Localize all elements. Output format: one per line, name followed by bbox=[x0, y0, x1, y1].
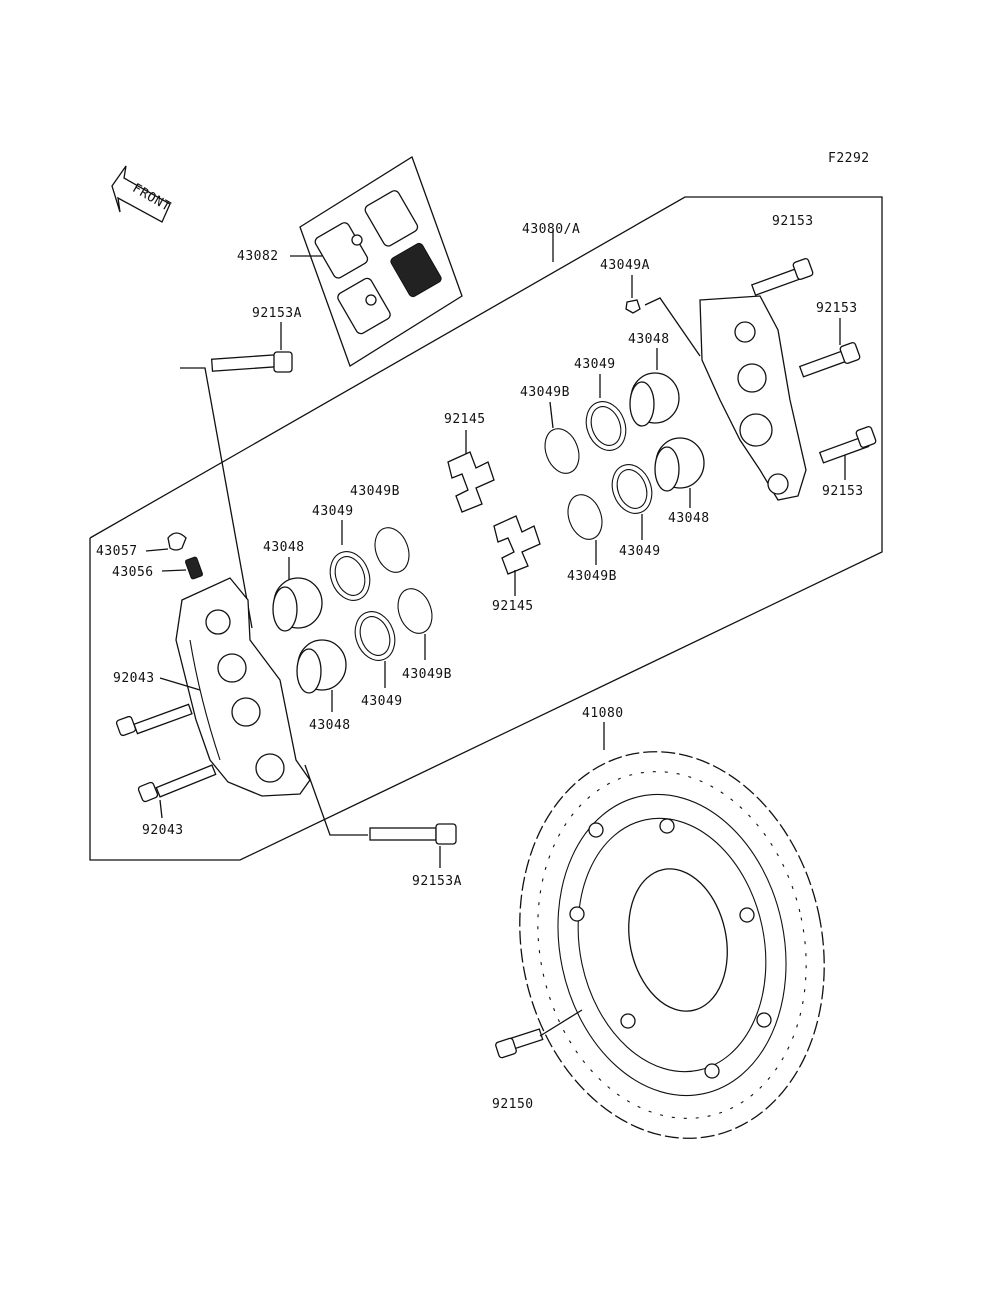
bolt-92043-2-leader bbox=[159, 799, 163, 819]
seal-43049A-guide bbox=[644, 297, 701, 357]
disc-bolt-92150 bbox=[495, 1028, 544, 1059]
bolt-92153A-bottom-guide bbox=[304, 764, 368, 836]
caliper-half-left bbox=[175, 577, 311, 797]
bolt-92043-1-leader bbox=[159, 677, 201, 691]
label-92153-3: 92153 bbox=[822, 484, 864, 499]
seal-43049-l2 bbox=[354, 611, 396, 661]
disc-bolt-guide bbox=[539, 1009, 583, 1037]
label-43049-r1: 43049 bbox=[574, 357, 616, 372]
label-43049-r2: 43049 bbox=[619, 544, 661, 559]
label-92153A-top: 92153A bbox=[252, 306, 302, 321]
seal-43049B-l1 bbox=[374, 527, 410, 573]
label-92145-2: 92145 bbox=[492, 599, 534, 614]
bolt-92153A-top bbox=[210, 351, 293, 373]
seal-43049B-r1 bbox=[544, 428, 580, 474]
label-43049-l1: 43049 bbox=[312, 504, 354, 519]
label-92153-1: 92153 bbox=[772, 214, 814, 229]
bleeder-cap-43057 bbox=[167, 532, 187, 551]
seal-43049B-l2 bbox=[397, 588, 433, 634]
seal-43049A bbox=[625, 299, 641, 314]
label-43048-l2: 43048 bbox=[309, 718, 351, 733]
label-43049B-l2: 43049B bbox=[402, 667, 452, 682]
label-43048-r2: 43048 bbox=[668, 511, 710, 526]
label-92153-2: 92153 bbox=[816, 301, 858, 316]
label-92043-1: 92043 bbox=[113, 671, 155, 686]
label-43080: 43080/A bbox=[522, 222, 580, 237]
seal-43049B-r1-leader bbox=[549, 401, 554, 429]
label-43049B-r1: 43049B bbox=[520, 385, 570, 400]
label-43082: 43082 bbox=[237, 249, 279, 264]
brake-pads-group bbox=[299, 156, 463, 367]
cap-43057-leader bbox=[145, 548, 169, 552]
piston-43048-l2 bbox=[296, 639, 347, 694]
label-92153A-bottom: 92153A bbox=[412, 874, 462, 889]
label-43049B-l1: 43049B bbox=[350, 484, 400, 499]
seal-43049-r2 bbox=[611, 464, 653, 514]
piston-43048-l1 bbox=[272, 577, 323, 632]
bolt-92043-2 bbox=[137, 764, 217, 803]
bolt-92153-1 bbox=[750, 258, 814, 297]
label-43049B-r2: 43049B bbox=[567, 569, 617, 584]
front-direction-arrow: FRONT bbox=[111, 165, 173, 223]
piston-43048-r1 bbox=[629, 372, 680, 427]
piston-43048-r2 bbox=[654, 437, 705, 492]
label-43049-l2: 43049 bbox=[361, 694, 403, 709]
label-43048-l1: 43048 bbox=[263, 540, 305, 555]
caliper-assembly-outline bbox=[89, 196, 883, 861]
label-43049A: 43049A bbox=[600, 258, 650, 273]
seal-43049-r1 bbox=[585, 401, 627, 451]
brake-disc-41080 bbox=[519, 751, 825, 1139]
bolt-92043-1 bbox=[115, 703, 193, 737]
caliper-half-right bbox=[699, 295, 807, 501]
seal-43049-l1 bbox=[329, 551, 371, 601]
label-43056: 43056 bbox=[112, 565, 154, 580]
label-92150: 92150 bbox=[492, 1097, 534, 1112]
bolt-92153A-top-guide bbox=[180, 367, 253, 629]
seal-43049B-r2 bbox=[567, 494, 603, 540]
label-43057: 43057 bbox=[96, 544, 138, 559]
bolt-92153A-bottom bbox=[369, 823, 457, 845]
bleeder-valve-43056 bbox=[185, 556, 203, 580]
label-41080: 41080 bbox=[582, 706, 624, 721]
pad-spring-92145-1 bbox=[447, 451, 495, 513]
pad-spring-92145-2 bbox=[493, 515, 541, 575]
bolt-92153-3 bbox=[818, 426, 877, 464]
bolt-92153-2 bbox=[798, 342, 861, 378]
label-92145-1: 92145 bbox=[444, 412, 486, 427]
bleeder-43056-leader bbox=[161, 569, 187, 572]
label-92043-2: 92043 bbox=[142, 823, 184, 838]
label-43048-r1: 43048 bbox=[628, 332, 670, 347]
figure-code: F2292 bbox=[828, 151, 870, 166]
